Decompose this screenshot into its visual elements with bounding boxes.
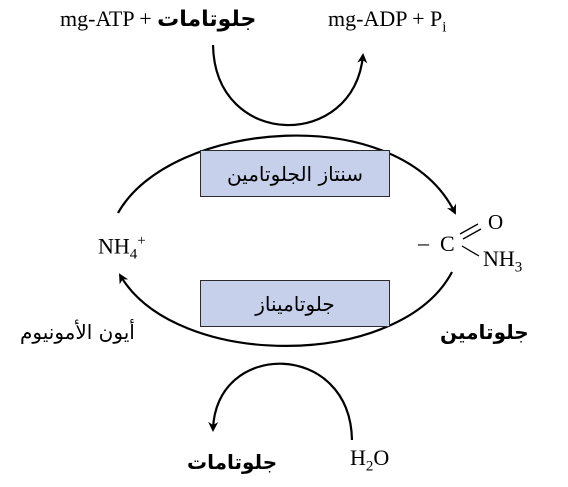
glutamate-top-label: جلوتامات <box>157 7 257 32</box>
glutamine-synthetase-box: سنتاز الجلوتامين <box>200 150 390 197</box>
pi-subscript: i <box>442 19 447 36</box>
glutaminase-label: جلوتاميناز <box>255 291 335 316</box>
atp-label: mg-ATP <box>60 6 134 31</box>
amide-oxygen: O <box>488 210 504 234</box>
adp-label: mg-ADP + P <box>328 6 443 31</box>
amide-single-bond <box>461 245 480 257</box>
synthetase-label: سنتاز الجلوتامين <box>226 161 364 186</box>
glutamine-label: جلوتامين <box>440 320 529 344</box>
top-cofactor-arrow <box>211 44 368 127</box>
ammonium-formula: NH4+ <box>98 233 146 263</box>
top-left-reactants: mg-ATP + جلوتامات <box>60 8 256 31</box>
upper-reaction-arrow <box>117 134 456 215</box>
top-right-products: mg-ADP + Pi <box>328 8 446 35</box>
amide-dash: – <box>418 230 429 255</box>
plus-sign: + <box>139 6 152 31</box>
amide-double-bond-2 <box>462 228 482 240</box>
amide-carbon: C <box>440 231 455 256</box>
lower-reaction-arrow <box>118 271 453 347</box>
bottom-cofactor-arrow <box>208 362 354 441</box>
water-formula: H2O <box>350 445 390 475</box>
ammonium-label: أيون الأمونيوم <box>20 320 135 344</box>
glutaminase-box: جلوتاميناز <box>200 280 390 327</box>
amide-nh3: NH3 <box>483 246 523 276</box>
glutamate-bottom-label: جلوتامات <box>187 450 278 474</box>
amide-double-bond-1 <box>459 223 479 235</box>
